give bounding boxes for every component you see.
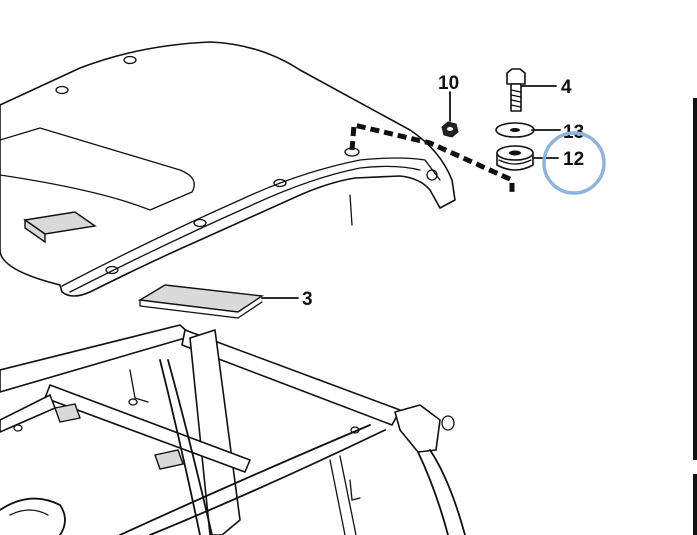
grommet-part-12 [496,145,534,171]
callout-label-12: 12 [563,149,584,170]
leader-lines [261,85,561,299]
cab-frame [0,324,466,535]
highlight-circle [542,131,606,195]
page-edge-bar-lower [693,474,697,535]
callout-label-10: 10 [438,73,459,94]
seal-strip-part-3 [23,211,264,319]
roof-panel [0,41,456,297]
callout-label-4: 4 [561,77,572,98]
washer-part-13 [495,122,535,138]
bolt-part-4 [506,68,526,112]
nut-part-10 [441,121,459,138]
callout-label-3: 3 [302,289,313,310]
roof-mounting-holes [55,55,438,275]
dashed-fixing-path [349,121,515,196]
page-edge-bar-upper [693,98,697,460]
